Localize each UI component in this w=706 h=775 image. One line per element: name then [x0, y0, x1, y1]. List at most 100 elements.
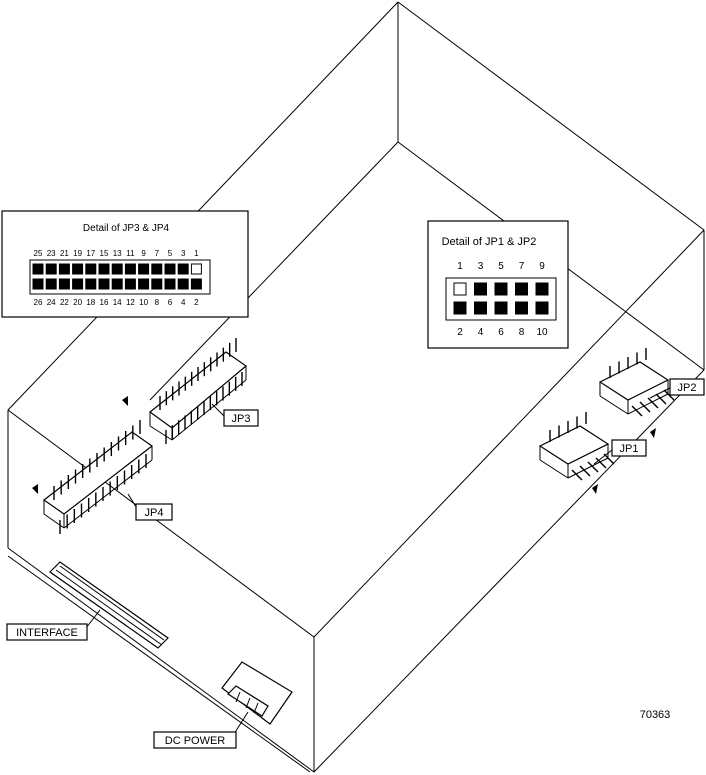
- interface-label: INTERFACE: [16, 627, 78, 639]
- connector-pin: [579, 465, 591, 477]
- jp12-top-pin-label: 3: [478, 261, 484, 272]
- jp3-callout: JP3: [211, 403, 259, 427]
- connector-pin: [631, 405, 643, 417]
- connector-pin: [571, 469, 583, 481]
- jp34-bottom-pin-label: 22: [60, 298, 69, 307]
- jp34-pin-3: [177, 263, 189, 275]
- jp34-top-pin-label: 17: [86, 249, 95, 258]
- jp34-pin-14: [111, 278, 123, 290]
- jp34-top-pin-label: 25: [34, 249, 43, 258]
- jp34-top-pin-label: 1: [194, 249, 199, 258]
- jp12-pin-5: [494, 282, 508, 296]
- jp34-pin-12: [124, 278, 136, 290]
- jp12-bottom-pin-label: 8: [519, 327, 525, 338]
- jp12-pin-7: [515, 282, 528, 296]
- jp34-pin-23: [45, 263, 57, 275]
- dc-power-label: DC POWER: [165, 735, 226, 747]
- jp34-pin-4: [177, 278, 189, 290]
- jp34-bottom-pin-label: 16: [100, 298, 109, 307]
- jp2-callout: JP2: [649, 378, 705, 399]
- jp12-pin-10: [535, 301, 549, 315]
- jp34-bottom-pin-label: 18: [86, 298, 95, 307]
- jp34-pin-8: [151, 278, 163, 290]
- jp12-pin-4: [474, 301, 487, 315]
- jp12-pin-9: [535, 282, 549, 296]
- jp12-pin-2: [453, 301, 467, 315]
- jp34-bottom-pin-label: 12: [126, 298, 135, 307]
- jp12-bottom-pin-label: 10: [536, 327, 548, 338]
- jp34-bottom-pin-label: 14: [113, 298, 122, 307]
- jp1-callout: JP1: [593, 439, 647, 465]
- jp34-pin-17: [85, 263, 97, 275]
- connector-pin: [639, 401, 651, 413]
- jp34-pin-21: [58, 263, 70, 275]
- jp34-pin-2: [190, 278, 202, 290]
- jp34-top-pin-label: 11: [126, 249, 135, 258]
- interface-connector: [49, 561, 169, 649]
- jp12-pin-3: [474, 282, 487, 296]
- jp12-pin-1: [453, 282, 467, 296]
- jp3-label: JP3: [232, 413, 251, 425]
- jp34-bottom-pin-label: 6: [168, 298, 173, 307]
- interface-callout: INTERFACE: [6, 609, 101, 641]
- jp34-top-pin-label: 3: [181, 249, 186, 258]
- jp34-top-pin-label: 19: [73, 249, 82, 258]
- jp12-pin-8: [515, 301, 528, 315]
- jp2-connector: [598, 348, 675, 438]
- jp34-pin-grid: [32, 263, 202, 290]
- jp34-pin-7: [151, 263, 163, 275]
- drive-outline: [7, 1, 705, 773]
- connector-pin: [647, 397, 659, 409]
- jp34-pin-5: [164, 263, 176, 275]
- figure-number: 70363: [640, 709, 671, 721]
- jp34-pin-1: [190, 263, 202, 275]
- jp34-pin-20: [72, 278, 84, 290]
- jp34-top-pin-label: 9: [141, 249, 146, 258]
- jp12-pin-grid: [453, 282, 549, 315]
- detail-jp3-jp4-title: Detail of JP3 & JP4: [83, 223, 170, 234]
- jp34-pin-15: [98, 263, 110, 275]
- jp34-bottom-pin-label: 24: [47, 298, 56, 307]
- jp12-bottom-pin-label: 6: [498, 327, 504, 338]
- jp34-bottom-pin-label: 2: [194, 298, 199, 307]
- jp34-pin-9: [138, 263, 150, 275]
- jp34-bottom-pin-label: 26: [34, 298, 43, 307]
- jp34-bottom-pin-label: 10: [139, 298, 148, 307]
- jp4-connector: [32, 420, 154, 534]
- jp12-top-pin-label: 7: [519, 261, 525, 272]
- jp34-top-pin-label: 13: [113, 249, 122, 258]
- jp34-pin-11: [124, 263, 136, 275]
- jp34-pin-13: [111, 263, 123, 275]
- jp34-top-pin-label: 21: [60, 249, 69, 258]
- jp12-pin-6: [494, 301, 508, 315]
- jp34-pin-22: [58, 278, 70, 290]
- connector-pin: [595, 457, 607, 469]
- jp4-label: JP4: [145, 507, 164, 519]
- jp34-pin-25: [32, 263, 44, 275]
- connector-pin: [603, 453, 615, 465]
- jp34-pin-6: [164, 278, 176, 290]
- jp34-bottom-pin-label: 8: [155, 298, 160, 307]
- jp3-connector: [122, 338, 247, 444]
- jp34-pin-18: [85, 278, 97, 290]
- jp12-top-pin-label: 9: [539, 261, 545, 272]
- dc-power-callout: DC POWER: [153, 711, 249, 749]
- jp1-label: JP1: [620, 443, 639, 455]
- connector-pin: [655, 393, 667, 405]
- jp34-pin-16: [98, 278, 110, 290]
- jp34-pin-19: [72, 263, 84, 275]
- jp34-bottom-pin-label: 4: [181, 298, 186, 307]
- jp12-bottom-pin-label: 4: [478, 327, 484, 338]
- jp34-pin-26: [32, 278, 44, 290]
- jp12-bottom-pin-label: 2: [457, 327, 463, 338]
- jp12-top-pin-label: 5: [498, 261, 504, 272]
- jp34-top-pin-label: 15: [100, 249, 109, 258]
- jp2-label: JP2: [678, 382, 697, 394]
- jp34-pin-10: [138, 278, 150, 290]
